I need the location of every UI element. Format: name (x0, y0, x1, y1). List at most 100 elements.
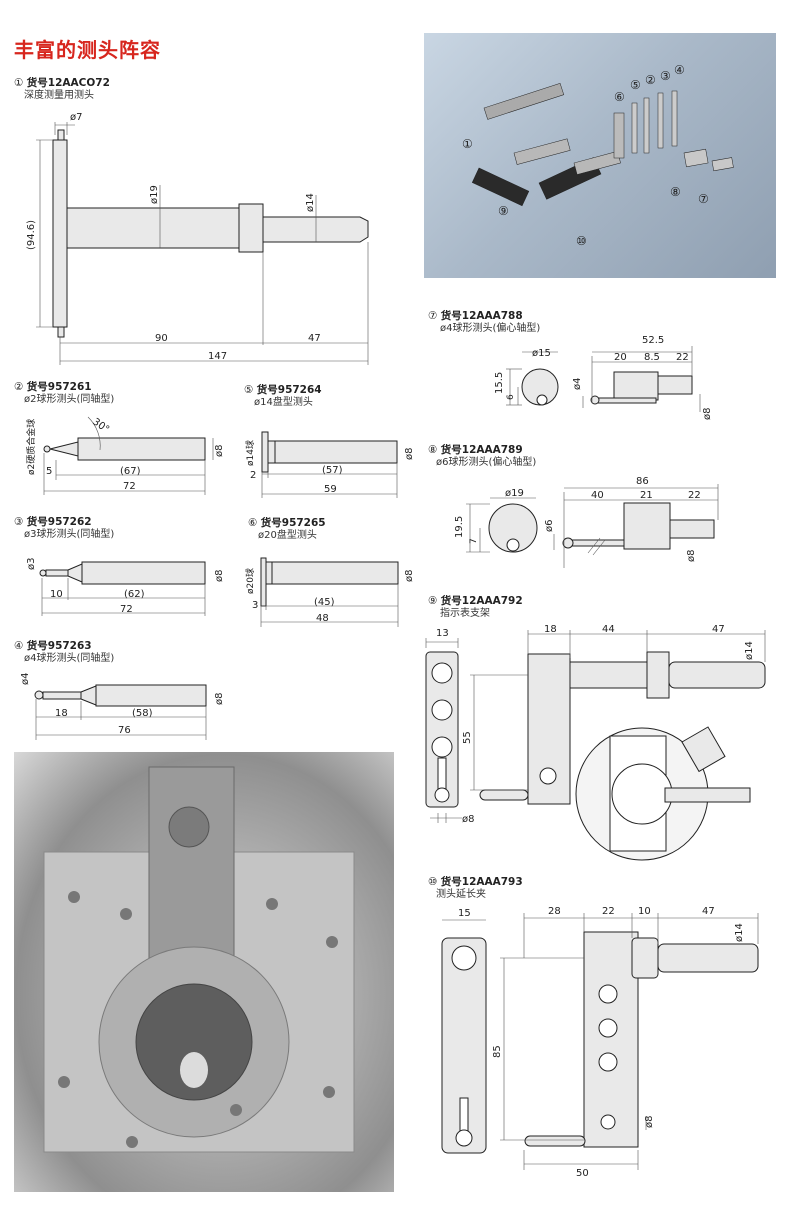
photo-callout-2: ② (645, 73, 656, 87)
photo-callout-3: ③ (660, 69, 671, 83)
dim-2: 2 (250, 470, 256, 481)
item-5-code: ⑤ 货号957264 (244, 384, 322, 396)
item-9-code: ⑨ 货号12AAA792 (428, 595, 523, 607)
item-2-code: ② 货号957261 (14, 381, 92, 393)
page-title: 丰富的测头阵容 (14, 38, 161, 62)
photo-callout-9: ⑨ (498, 204, 509, 218)
dim-d4: ø4 (20, 673, 31, 685)
dim-d8: ø8 (404, 570, 415, 582)
item-1-code: ① 货号12AACO72 (14, 77, 110, 89)
dim-21: 21 (640, 490, 653, 501)
item-4-desc: ø4球形测头(同轴型) (24, 653, 115, 664)
dim-d14: ø14 (734, 923, 745, 942)
dim-10: 10 (638, 906, 651, 917)
dim-d8: ø8 (214, 570, 225, 582)
dim-13: 13 (436, 628, 449, 639)
dim-47: 47 (702, 906, 715, 917)
depth-bar (52, 139, 68, 328)
item-3-code: ③ 货号957262 (14, 516, 92, 528)
dim-72: 72 (123, 481, 136, 492)
item-2-drawing: ø2硬质合金球 30° ø8 5 (67) 72 (25, 416, 225, 495)
dim-7: 7 (469, 538, 479, 544)
shaft-14 (262, 216, 369, 243)
collar (238, 203, 264, 253)
dim-22: 22 (688, 490, 701, 501)
dim-47: 47 (308, 333, 321, 344)
dim-45: (45) (314, 597, 335, 608)
bar-top-tip (57, 129, 65, 141)
dim-angle: 30° (90, 416, 111, 435)
dim-44: 44 (602, 624, 615, 635)
item-6-drawing: ø20球 ø8 3 (45) 48 (244, 557, 415, 627)
dim-d7: ø7 (70, 112, 82, 123)
item-2-desc: ø2球形测头(同轴型) (24, 394, 115, 405)
item-10-code: ⑩ 货号12AAA793 (428, 876, 523, 888)
photo-callout-4: ④ (674, 63, 685, 77)
item-10-drawing: 15 28 22 10 47 ø14 85 ø8 50 (441, 906, 759, 1178)
item-7-desc: ø4球形测头(偏心轴型) (440, 323, 541, 334)
dim-d8: ø8 (214, 445, 225, 457)
dim-40: 40 (591, 490, 604, 501)
dim-85: 85 (492, 1045, 503, 1058)
dim-d14: ø14 (744, 641, 755, 660)
item-9-drawing: 13 18 44 47 ø14 55 ø8 (425, 624, 766, 861)
photo-callout-5: ⑤ (630, 78, 641, 92)
probe-set-photo: ① ⑤ ② ③ ④ ⑥ ⑦ ⑧ ⑨ ⑩ (424, 33, 776, 278)
shaft-19 (66, 207, 240, 249)
dim-22: 22 (602, 906, 615, 917)
dim-d8: ø8 (404, 448, 415, 460)
item-3-drawing: ø3 ø8 10 (62) 72 (26, 558, 225, 616)
dim-58: (58) (132, 708, 153, 719)
item-6-desc: ø20盘型测头 (258, 530, 317, 541)
dim-18: 18 (55, 708, 68, 719)
dim-3: 3 (252, 600, 258, 611)
photo-callout-6: ⑥ (614, 90, 625, 104)
dim-76: 76 (118, 725, 131, 736)
dim-20: 20 (614, 352, 627, 363)
dim-d14: ø14 (305, 193, 316, 212)
dim-48: 48 (316, 613, 329, 624)
item-8-desc: ø6球形测头(偏心轴型) (436, 457, 537, 468)
dim-ball: ø2硬质合金球 (25, 419, 37, 475)
dim-15: 15 (458, 908, 471, 919)
dim-d20: ø20球 (244, 568, 256, 594)
dim-6: 6 (506, 394, 516, 400)
dim-19-5: 19.5 (454, 516, 465, 538)
dim-62: (62) (124, 589, 145, 600)
dim-28: 28 (548, 906, 561, 917)
dim-d4: ø4 (572, 378, 583, 390)
bar-bottom-tip (57, 326, 65, 338)
item-10-desc: 测头延长夹 (436, 889, 486, 900)
dim-8-5: 8.5 (644, 352, 660, 363)
item-8-code: ⑧ 货号12AAA789 (428, 444, 523, 456)
item-1-desc: 深度测量用测头 (24, 90, 94, 101)
dim-52-5: 52.5 (642, 335, 664, 346)
dim-d19: ø19 (149, 185, 160, 204)
dim-15-5: 15.5 (494, 372, 505, 394)
dim-10: 10 (50, 589, 63, 600)
dim-d8: ø8 (462, 814, 474, 825)
dim-67: (67) (120, 466, 141, 477)
dim-d6: ø6 (544, 520, 555, 532)
dim-57: (57) (322, 465, 343, 476)
item-7-code: ⑦ 货号12AAA788 (428, 310, 523, 322)
item-5-desc: ø14盘型测头 (254, 397, 313, 408)
dim-5: 5 (46, 466, 52, 477)
photo-callout-10: ⑩ (576, 234, 587, 248)
dim-72: 72 (120, 604, 133, 615)
dim-86: 86 (636, 476, 649, 487)
dim-d3: ø3 (26, 558, 37, 570)
dim-d19: ø19 (505, 488, 524, 499)
dim-d15: ø15 (532, 348, 551, 359)
dim-147: 147 (208, 351, 227, 362)
depth-probe-photo (14, 752, 394, 1192)
dim-d8: ø8 (702, 408, 713, 420)
item-1-drawing: ø7 ø19 ø14 (94.6) 90 47 147 (26, 112, 369, 365)
item-6-code: ⑥ 货号957265 (248, 517, 326, 529)
item-7-drawing: ø15 15.5 6 52.5 20 8.5 22 ø4 ø8 (494, 335, 713, 420)
item-9-desc: 指示表支架 (440, 608, 490, 619)
dim-47: 47 (712, 624, 725, 635)
dim-d8: ø8 (686, 550, 697, 562)
item-4-code: ④ 货号957263 (14, 640, 92, 652)
dim-height: (94.6) (26, 220, 37, 250)
